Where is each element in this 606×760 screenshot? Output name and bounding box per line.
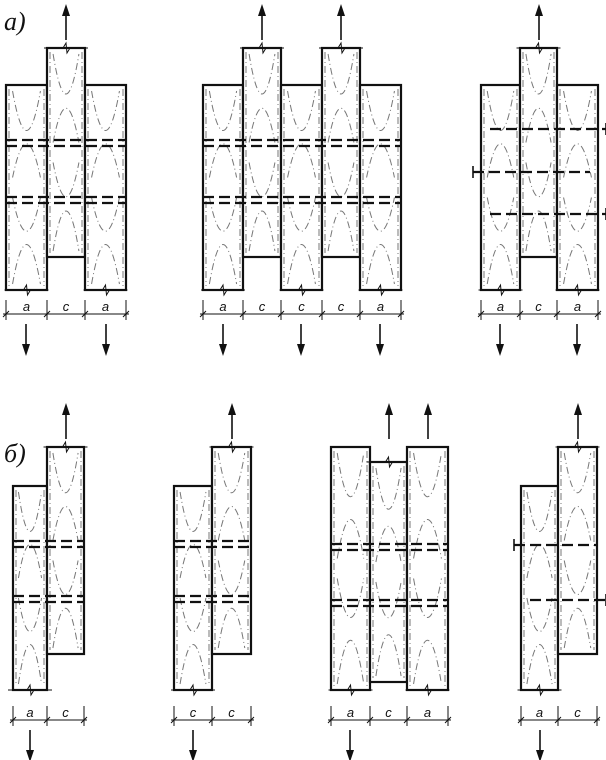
dimension-label: a [347,705,354,720]
dimension-label: c [190,705,197,720]
outer-board [172,484,214,692]
outer-board [201,83,245,292]
dimension-label: c [338,299,345,314]
tension-arrow-down [376,324,384,356]
inner-board [518,46,559,259]
tension-arrow-down [573,324,581,356]
dimension-label: c [63,299,70,314]
outer-board [519,484,560,692]
outer-board [279,83,324,292]
tension-arrow-up [337,4,345,40]
tension-arrow-up [62,403,70,439]
outer-board [479,83,522,292]
dimension-label: a [219,299,226,314]
inner-board [556,445,599,656]
dimension-label: c [574,705,581,720]
row-label-a: а) [4,7,26,36]
dimension-label: c [62,705,69,720]
inner-board [45,445,86,656]
tension-arrow-up [535,4,543,40]
outer-board [358,83,403,292]
dimension-label: c [259,299,266,314]
tension-arrow-down [189,730,197,760]
tension-arrow-down [26,730,34,760]
outer-board [555,83,600,292]
tension-arrow-up [228,403,236,439]
tension-arrow-up [385,403,393,439]
outer-board [329,445,372,692]
tension-arrow-down [102,324,110,356]
tension-arrow-down [496,324,504,356]
inner-board [241,46,283,259]
dimension-label: a [102,299,109,314]
outer-board [405,445,450,692]
tension-arrow-up [62,4,70,40]
tension-arrow-down [536,730,544,760]
dimension-label: a [23,299,30,314]
dimension-label: c [385,705,392,720]
tension-arrow-down [346,730,354,760]
inner-board [45,46,87,259]
tension-arrow-up [574,403,582,439]
dimension-label: c [535,299,542,314]
tension-arrow-down [22,324,30,356]
dimension-label: c [298,299,305,314]
dimension-label: a [536,705,543,720]
dimension-label: a [574,299,581,314]
inner-board [368,460,409,684]
dimension-label: a [497,299,504,314]
tension-arrow-down [219,324,227,356]
outer-board [4,83,49,292]
inner-board [320,46,362,259]
dimension-label: a [26,705,33,720]
dimension-label: a [424,705,431,720]
tension-arrow-up [424,403,432,439]
outer-board [83,83,128,292]
outer-board [11,484,49,692]
dimension-label: c [228,705,235,720]
inner-board [210,445,253,656]
row-label-b: б) [4,439,26,468]
tension-arrow-down [297,324,305,356]
dimension-label: a [377,299,384,314]
tension-arrow-up [258,4,266,40]
